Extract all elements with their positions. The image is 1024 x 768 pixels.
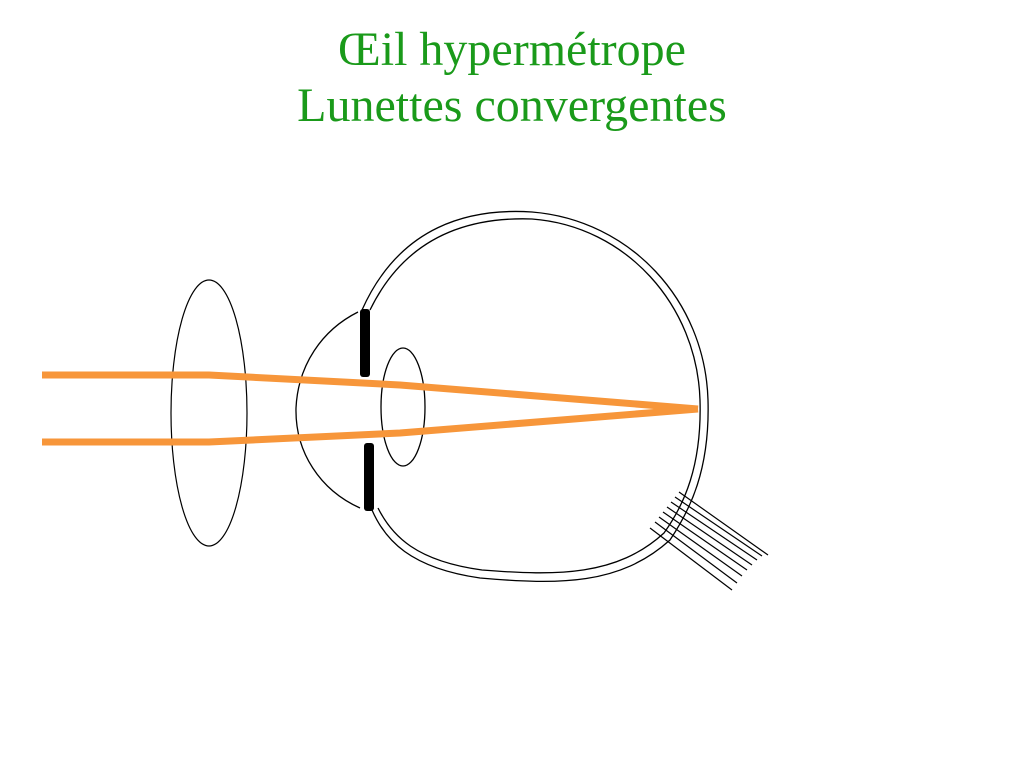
corrective-lens: [170, 279, 248, 547]
cornea: [295, 311, 361, 509]
iris: [360, 309, 374, 511]
eyeball: [361, 210, 709, 583]
title-line-1: Œil hypermétrope: [338, 23, 686, 76]
slide-title: Œil hypermétrope Lunettes convergentes: [0, 22, 1024, 134]
title-line-2: Lunettes convergentes: [297, 79, 727, 132]
light-rays: [42, 371, 699, 446]
crystalline-lens: [380, 347, 426, 467]
light-ray-bottom: [42, 405, 699, 446]
sclera-inner: [369, 218, 701, 574]
optic-nerve: [649, 491, 769, 591]
sclera-outer: [361, 210, 709, 583]
light-ray-top: [42, 371, 699, 413]
